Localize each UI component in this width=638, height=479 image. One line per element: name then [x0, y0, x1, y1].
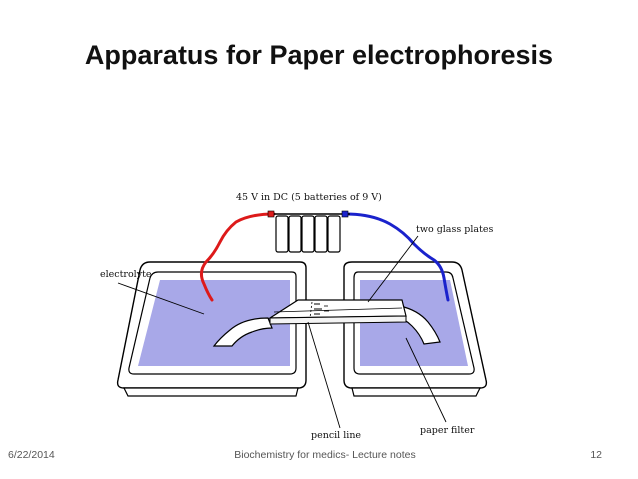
- electrolyte-left: [138, 280, 290, 366]
- electrolyte-label: electrolyte: [100, 269, 152, 280]
- pencil-line-label: pencil line: [311, 430, 361, 441]
- leader-electrolyte: [117, 282, 205, 315]
- leader-two-glass-plates: [367, 235, 419, 303]
- power-supply-label: 45 V in DC (5 batteries of 9 V): [236, 192, 382, 203]
- battery-cell: [327, 215, 341, 253]
- battery-cell: [288, 215, 302, 253]
- footer-course: Biochemistry for medics- Lecture notes: [234, 449, 416, 461]
- glass-plates: [267, 299, 407, 325]
- two-glass-plates-label: two glass plates: [416, 224, 493, 235]
- battery-cell: [275, 215, 289, 253]
- left-buffer-tray: [116, 261, 307, 397]
- footer-page-number: 12: [590, 449, 602, 461]
- footer-date: 6/22/2014: [8, 449, 55, 461]
- positive-wire: [199, 212, 276, 302]
- pencil-line-marks: [309, 301, 329, 319]
- slide-title: Apparatus for Paper electrophoresis: [84, 40, 554, 70]
- battery-pack: [267, 210, 350, 253]
- battery-cell: [301, 215, 315, 253]
- negative-wire: [344, 212, 450, 302]
- leader-pencil-line: [307, 321, 341, 429]
- paper-filter-label: paper filter: [420, 425, 475, 436]
- leader-paper-filter: [405, 337, 447, 423]
- battery-cell: [314, 215, 328, 253]
